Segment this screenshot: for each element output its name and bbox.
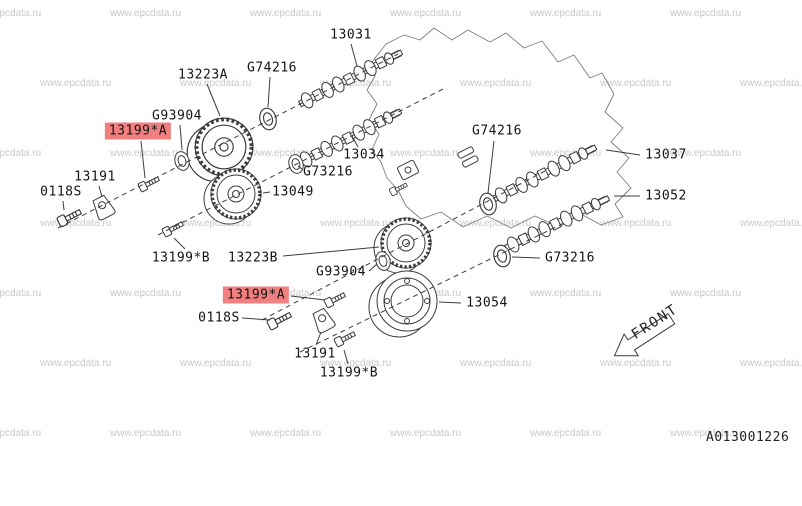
leader-line [511, 256, 541, 259]
part-label-g74216[interactable]: G74216 [472, 123, 522, 139]
leader-line [282, 246, 380, 257]
front-arrow [613, 313, 676, 357]
axis-line [57, 53, 399, 229]
part-label-13049[interactable]: 13049 [272, 184, 314, 200]
leader-line [350, 43, 358, 67]
part-label-13052[interactable]: 13052 [645, 188, 687, 204]
part-label-13191[interactable]: 13191 [74, 169, 116, 185]
part-label-13199xb[interactable]: 13199*B [151, 250, 211, 266]
plate-13191-bottom [309, 306, 337, 335]
leader-line [62, 200, 65, 211]
leader-line [368, 263, 378, 272]
leader-line [262, 191, 271, 194]
center-axes [57, 53, 563, 353]
leader-line [315, 331, 322, 346]
part-label-0118s[interactable]: 0118S [198, 310, 240, 326]
part-label-13199xa[interactable]: 13199*A [104, 122, 172, 140]
part-label-13223a[interactable]: 13223A [178, 67, 228, 83]
diagram-code: A013001226 [706, 430, 790, 445]
leader-lines [62, 43, 641, 365]
leader-line [343, 349, 349, 365]
bolt-0118s-top [55, 206, 84, 228]
leader-line [438, 301, 462, 304]
part-label-g73216[interactable]: G73216 [545, 250, 595, 266]
part-label-13034[interactable]: 13034 [343, 147, 385, 163]
leader-line [206, 83, 221, 117]
leader-line [487, 140, 495, 194]
axis-line [299, 223, 563, 353]
part-label-13199xb[interactable]: 13199*B [319, 365, 379, 381]
cam-sprocket-13054 [368, 270, 438, 338]
part-label-g73216[interactable]: G73216 [303, 164, 353, 180]
camshaft-13037 [489, 139, 600, 207]
plate-13191-top [89, 193, 117, 222]
leader-line [351, 135, 359, 148]
bolt-13199b-bottom [333, 329, 358, 348]
leader-line [297, 165, 303, 170]
part-label-13054[interactable]: 13054 [466, 295, 508, 311]
leader-line [179, 124, 183, 151]
bolt-13199b-top [161, 219, 186, 238]
part-label-13223b[interactable]: 13223B [228, 250, 278, 266]
part-label-13031[interactable]: 13031 [330, 27, 372, 43]
part-label-0118s[interactable]: 0118S [40, 184, 82, 200]
leader-line [267, 76, 271, 108]
leader-line [241, 317, 271, 321]
part-label-13191[interactable]: 13191 [294, 346, 336, 362]
leader-line [173, 237, 186, 250]
part-label-13199xa[interactable]: 13199*A [222, 286, 290, 304]
bolt-0118s-bottom [265, 309, 294, 331]
part-label-g93904[interactable]: G93904 [152, 108, 202, 124]
ring-g74216-top [256, 105, 280, 133]
part-label-13037[interactable]: 13037 [645, 147, 687, 163]
leader-line [290, 295, 326, 301]
part-label-g93904[interactable]: G93904 [316, 264, 366, 280]
clip-g74216-target [457, 146, 479, 168]
cam-cap [396, 159, 420, 181]
leader-line [140, 140, 146, 179]
bolt-13199a-bottom [323, 290, 348, 309]
part-label-g74216[interactable]: G74216 [247, 60, 297, 76]
leader-line [98, 185, 103, 198]
leader-line [605, 149, 641, 156]
